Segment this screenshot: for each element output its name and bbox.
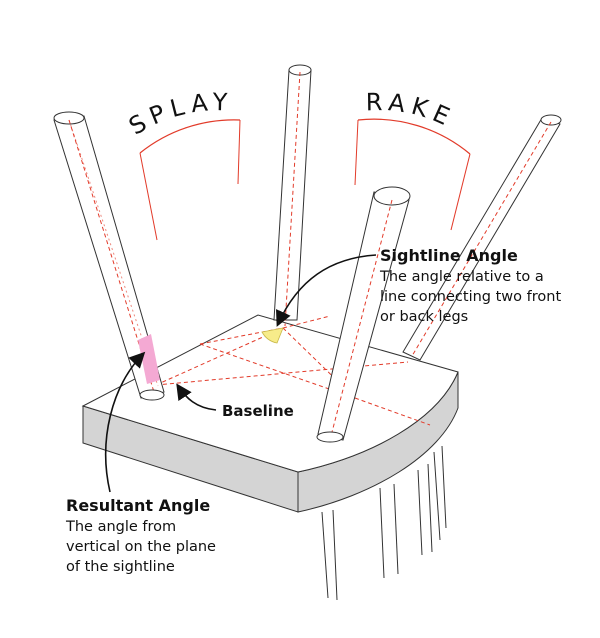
resultant-arrow: [104, 351, 146, 493]
sightline-arrow: [276, 254, 377, 327]
sightline-angle-highlight: [261, 327, 284, 344]
chair-leg-back-right: [402, 114, 562, 361]
resultant-title: Resultant Angle: [66, 496, 210, 515]
under-legs: [321, 445, 447, 601]
sightline-title: Sightline Angle: [380, 246, 518, 265]
resultant-callout: Resultant Angle The angle from vertical …: [65, 496, 216, 575]
chair-leg-front-right: [316, 186, 411, 443]
chair-leg-front-left: [53, 111, 165, 401]
splay-indicator: SPLAY: [124, 88, 241, 241]
baseline-arrow: [176, 383, 217, 411]
sightline-desc-line-3: or back legs: [380, 309, 468, 325]
sightline-desc-line-1: The angle relative to a: [379, 269, 544, 285]
rake-label: RAKE: [366, 88, 460, 133]
resultant-desc-line-2: vertical on the plane: [66, 539, 216, 555]
splay-label: SPLAY: [124, 88, 234, 141]
resultant-desc-line-1: The angle from: [65, 519, 176, 535]
resultant-desc-line-3: of the sightline: [66, 559, 175, 575]
sightline-callout: Sightline Angle The angle relative to a …: [379, 246, 561, 325]
resultant-angle-highlight: [138, 334, 160, 384]
baseline-label: Baseline: [222, 402, 294, 420]
chair-leg-back-center: [273, 64, 312, 327]
sightline-desc-line-2: line connecting two front: [380, 289, 561, 305]
